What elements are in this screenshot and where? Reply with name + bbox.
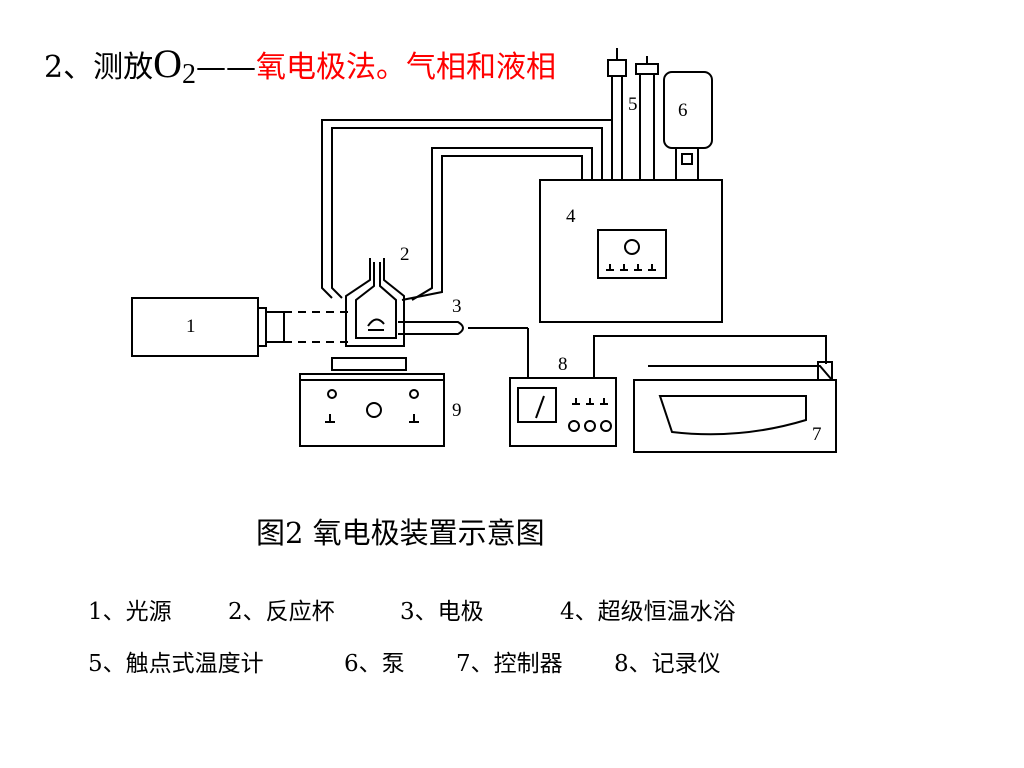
figure-caption: 图2 氧电极装置示意图 — [256, 516, 545, 550]
magnetic-stirrer — [299, 373, 445, 447]
legend-item: 4、超级恒温水浴 — [560, 599, 736, 625]
label-6: 6 — [678, 100, 688, 121]
tube2-inner — [401, 155, 583, 301]
recorder — [509, 377, 617, 447]
controller — [633, 379, 837, 453]
part-labels: 1 2 3 4 5 6 7 8 9 — [186, 94, 822, 445]
label-5: 5 — [628, 94, 638, 115]
heading-o-letter: O — [153, 41, 182, 86]
legend-row-2: 5、触点式温度计 6、泵 7、控制器 8、记录仪 — [88, 644, 721, 678]
label-2: 2 — [400, 244, 410, 265]
label-7: 7 — [812, 424, 822, 445]
legend-item: 5、触点式温度计 — [88, 651, 264, 677]
legend-item: 2、反应杯 — [228, 599, 335, 625]
reaction-cup-outer — [345, 258, 405, 347]
pump — [639, 73, 655, 181]
label-4: 4 — [566, 206, 576, 227]
heading-red-text: 氧电极法。气相和液相 — [255, 50, 556, 85]
tube2-outer — [411, 147, 593, 301]
slide-heading: 2、测放O2——氧电极法。气相和液相 — [44, 40, 556, 99]
pump-body — [663, 71, 713, 149]
water-bath-knob — [624, 239, 640, 255]
label-8: 8 — [558, 354, 568, 375]
legend-row-1: 1、光源 2、反应杯 3、电极 4、超级恒温水浴 — [88, 592, 736, 626]
label-9: 9 — [452, 400, 462, 421]
legend-item: 6、泵 — [344, 651, 405, 677]
water-bath-panel — [597, 229, 667, 279]
electrode — [398, 321, 464, 335]
legend-item: 1、光源 — [88, 599, 172, 625]
reaction-cup-inner — [355, 262, 397, 339]
label-3: 3 — [452, 296, 462, 317]
legend-item: 7、控制器 — [456, 651, 563, 677]
heading-o-sub: 2 — [181, 59, 196, 90]
water-bath — [539, 179, 723, 323]
legend-item: 3、电极 — [400, 599, 484, 625]
heading-prefix: 2、测放 — [44, 50, 154, 85]
tube-inner — [331, 127, 603, 299]
thermometer — [611, 75, 623, 181]
label-1: 1 — [186, 316, 196, 337]
legend-item: 8、记录仪 — [614, 651, 721, 677]
heading-o2: O2 — [153, 41, 196, 90]
heading-dash: —— — [195, 50, 256, 85]
